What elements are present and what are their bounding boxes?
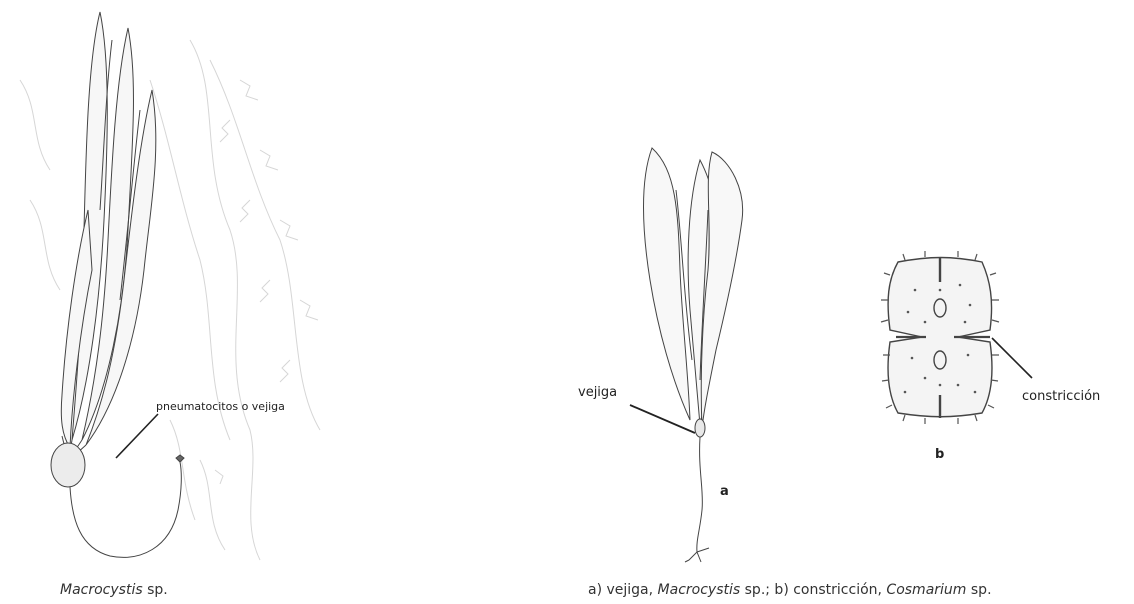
left-caption-genus: Macrocystis [60,582,143,598]
right-caption-genus1: Macrocystis [658,582,741,598]
bladder-label: vejiga [578,385,617,400]
right-caption-genus2: Cosmarium [886,582,966,598]
cosmarium-cell-b [881,251,999,424]
constriction-pointer-line [992,338,1032,378]
constriction-label: constricción [1022,389,1100,404]
macrocystis-specimen-a [644,148,743,562]
pneumatocyst-pointer-line [116,414,158,458]
macrocystis-specimen-left [51,12,184,557]
right-caption-part1: a) vejiga, [588,582,658,598]
right-caption-part3: sp. [966,582,991,598]
right-caption: a) vejiga, Macrocystis sp.; b) constricc… [588,582,992,598]
pneumatocyst-label: pneumatocitos o vejiga [156,400,285,413]
left-caption: Macrocystis sp. [60,582,168,598]
left-caption-suffix: sp. [143,582,168,598]
panel-a-label: a [720,484,729,499]
panel-b-label: b [935,447,944,462]
right-caption-part2: sp.; b) constricción, [740,582,886,598]
